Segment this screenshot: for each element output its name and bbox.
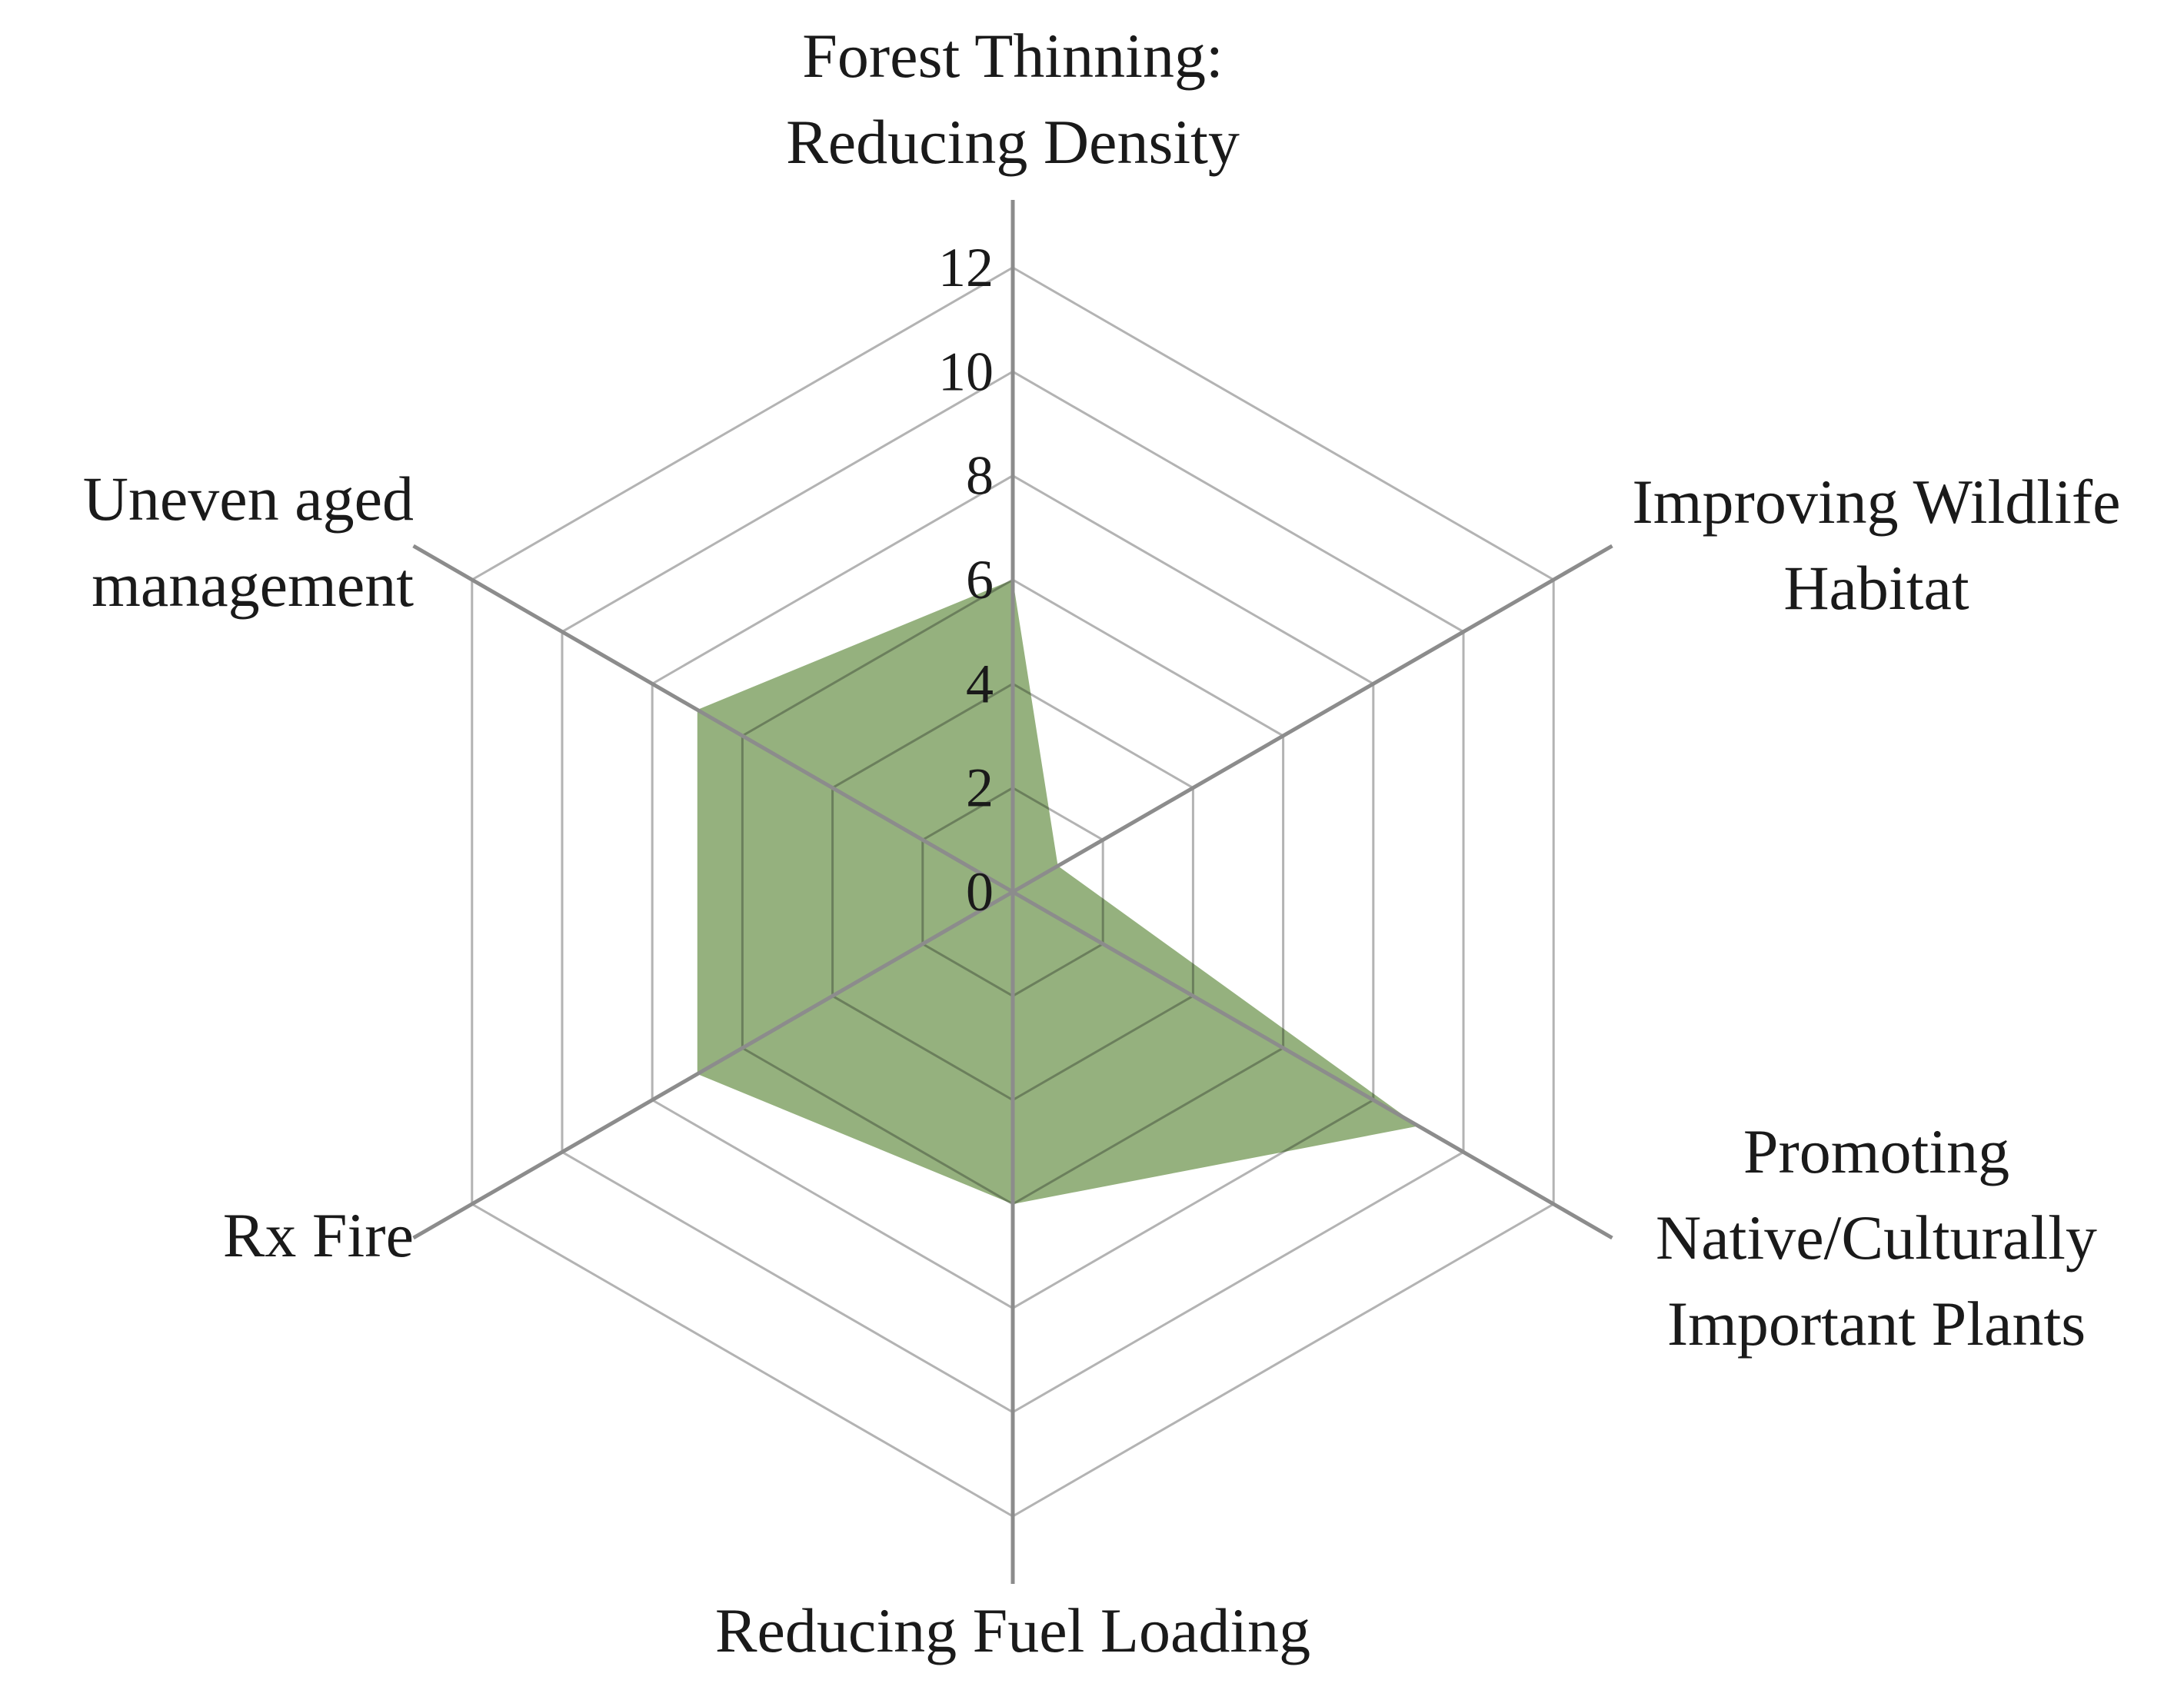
axis-label-6: Uneven aged management: [83, 464, 414, 620]
axis-label-3-line-3: Important Plants: [1667, 1289, 2086, 1359]
axis-label-3-line-1: Promoting: [1743, 1116, 2009, 1186]
axis-label-1-line-2: Reducing Density: [786, 107, 1240, 177]
axis-label-2-line-1: Improving Wildlife: [1632, 467, 2120, 537]
series-area-0: [697, 580, 1419, 1204]
axis-label-6-line-1: Uneven aged: [83, 464, 414, 534]
axis-line-3: [1011, 890, 1613, 1240]
axis-layer: [412, 200, 1613, 1584]
label-layer: 0 2 4 6 8 10 12 Forest Thinning: Reducing Densit…: [83, 21, 2121, 1665]
axis-label-2-line-2: Habitat: [1783, 553, 1969, 623]
axis-label-4: Reducing Fuel Loading: [715, 1595, 1310, 1665]
axis-label-1-line-1: Forest Thinning:: [802, 21, 1223, 91]
axis-label-4-line-1: Reducing Fuel Loading: [715, 1595, 1310, 1665]
axis-label-3-line-2: Native/Culturally: [1656, 1203, 2097, 1273]
tick-label-0: 0: [966, 861, 994, 923]
tick-label-6: 6: [966, 549, 994, 610]
tick-label-4: 4: [966, 653, 994, 714]
axis-line-6: [412, 544, 1014, 894]
axis-label-6-line-2: management: [92, 550, 414, 620]
axis-label-5-line-1: Rx Fire: [223, 1200, 414, 1270]
axis-label-1: Forest Thinning: Reducing Density: [786, 21, 1240, 177]
tick-label-10: 10: [938, 341, 994, 402]
axis-line-5: [412, 890, 1014, 1240]
tick-label-12: 12: [938, 237, 994, 298]
axis-label-5: Rx Fire: [223, 1200, 414, 1270]
tick-label-2: 2: [966, 757, 994, 819]
tick-label-8: 8: [966, 445, 994, 507]
axis-line-2: [1011, 544, 1613, 894]
